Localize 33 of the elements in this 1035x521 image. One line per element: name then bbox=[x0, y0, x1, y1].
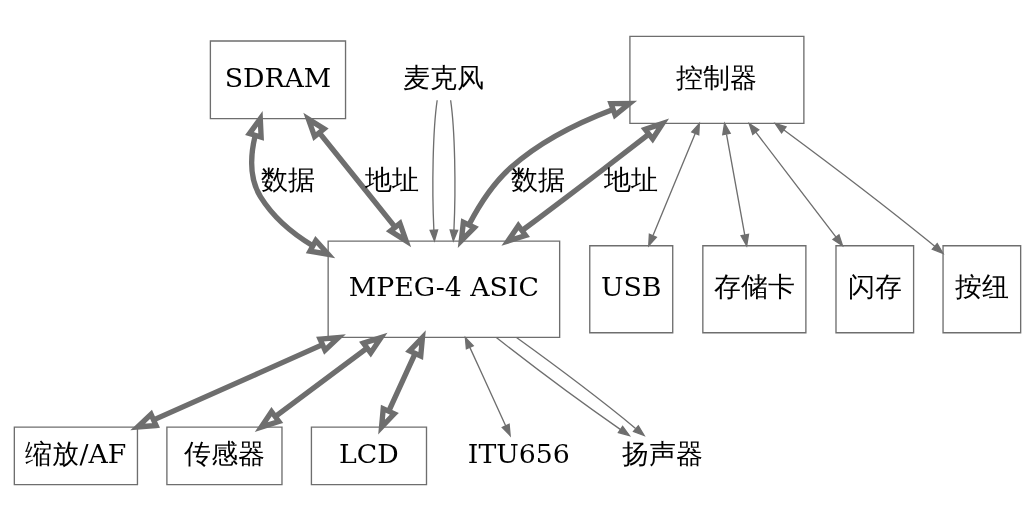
node-box: SDRAM bbox=[209, 40, 347, 120]
node-box: MPEG-4 ASIC bbox=[327, 240, 561, 339]
node-box: 缩放/AF bbox=[13, 426, 139, 486]
node-text: 麦克风 bbox=[403, 61, 485, 93]
arrow bbox=[515, 336, 646, 437]
arrow bbox=[449, 99, 459, 243]
node-box: 传感器 bbox=[166, 426, 283, 486]
arrow bbox=[722, 121, 750, 248]
edge-label: 数据 bbox=[261, 163, 315, 195]
node-text: ITU656 bbox=[467, 437, 570, 469]
arrow bbox=[748, 121, 844, 248]
arrow bbox=[464, 335, 511, 438]
edge-label: 数据 bbox=[511, 163, 566, 195]
arrow bbox=[245, 110, 336, 259]
edge-label: 地址 bbox=[365, 163, 420, 195]
node-box: 存储卡 bbox=[702, 245, 807, 334]
node-box: 按纽 bbox=[942, 245, 1022, 334]
node-box: 控制器 bbox=[629, 35, 805, 124]
arrow bbox=[130, 334, 346, 431]
node-box: 闪存 bbox=[835, 245, 915, 334]
arrow bbox=[495, 336, 632, 437]
arrow bbox=[648, 121, 701, 248]
node-box: USB bbox=[589, 245, 674, 334]
arrow bbox=[429, 99, 439, 243]
arrow bbox=[303, 112, 412, 248]
arrow bbox=[457, 100, 638, 248]
arrow bbox=[501, 118, 670, 246]
edge-label: 地址 bbox=[603, 163, 658, 195]
arrow bbox=[378, 330, 426, 435]
arrow bbox=[254, 332, 388, 432]
node-text: 扬声器 bbox=[621, 437, 703, 469]
arrow bbox=[773, 122, 945, 255]
node-box: LCD bbox=[310, 426, 428, 486]
